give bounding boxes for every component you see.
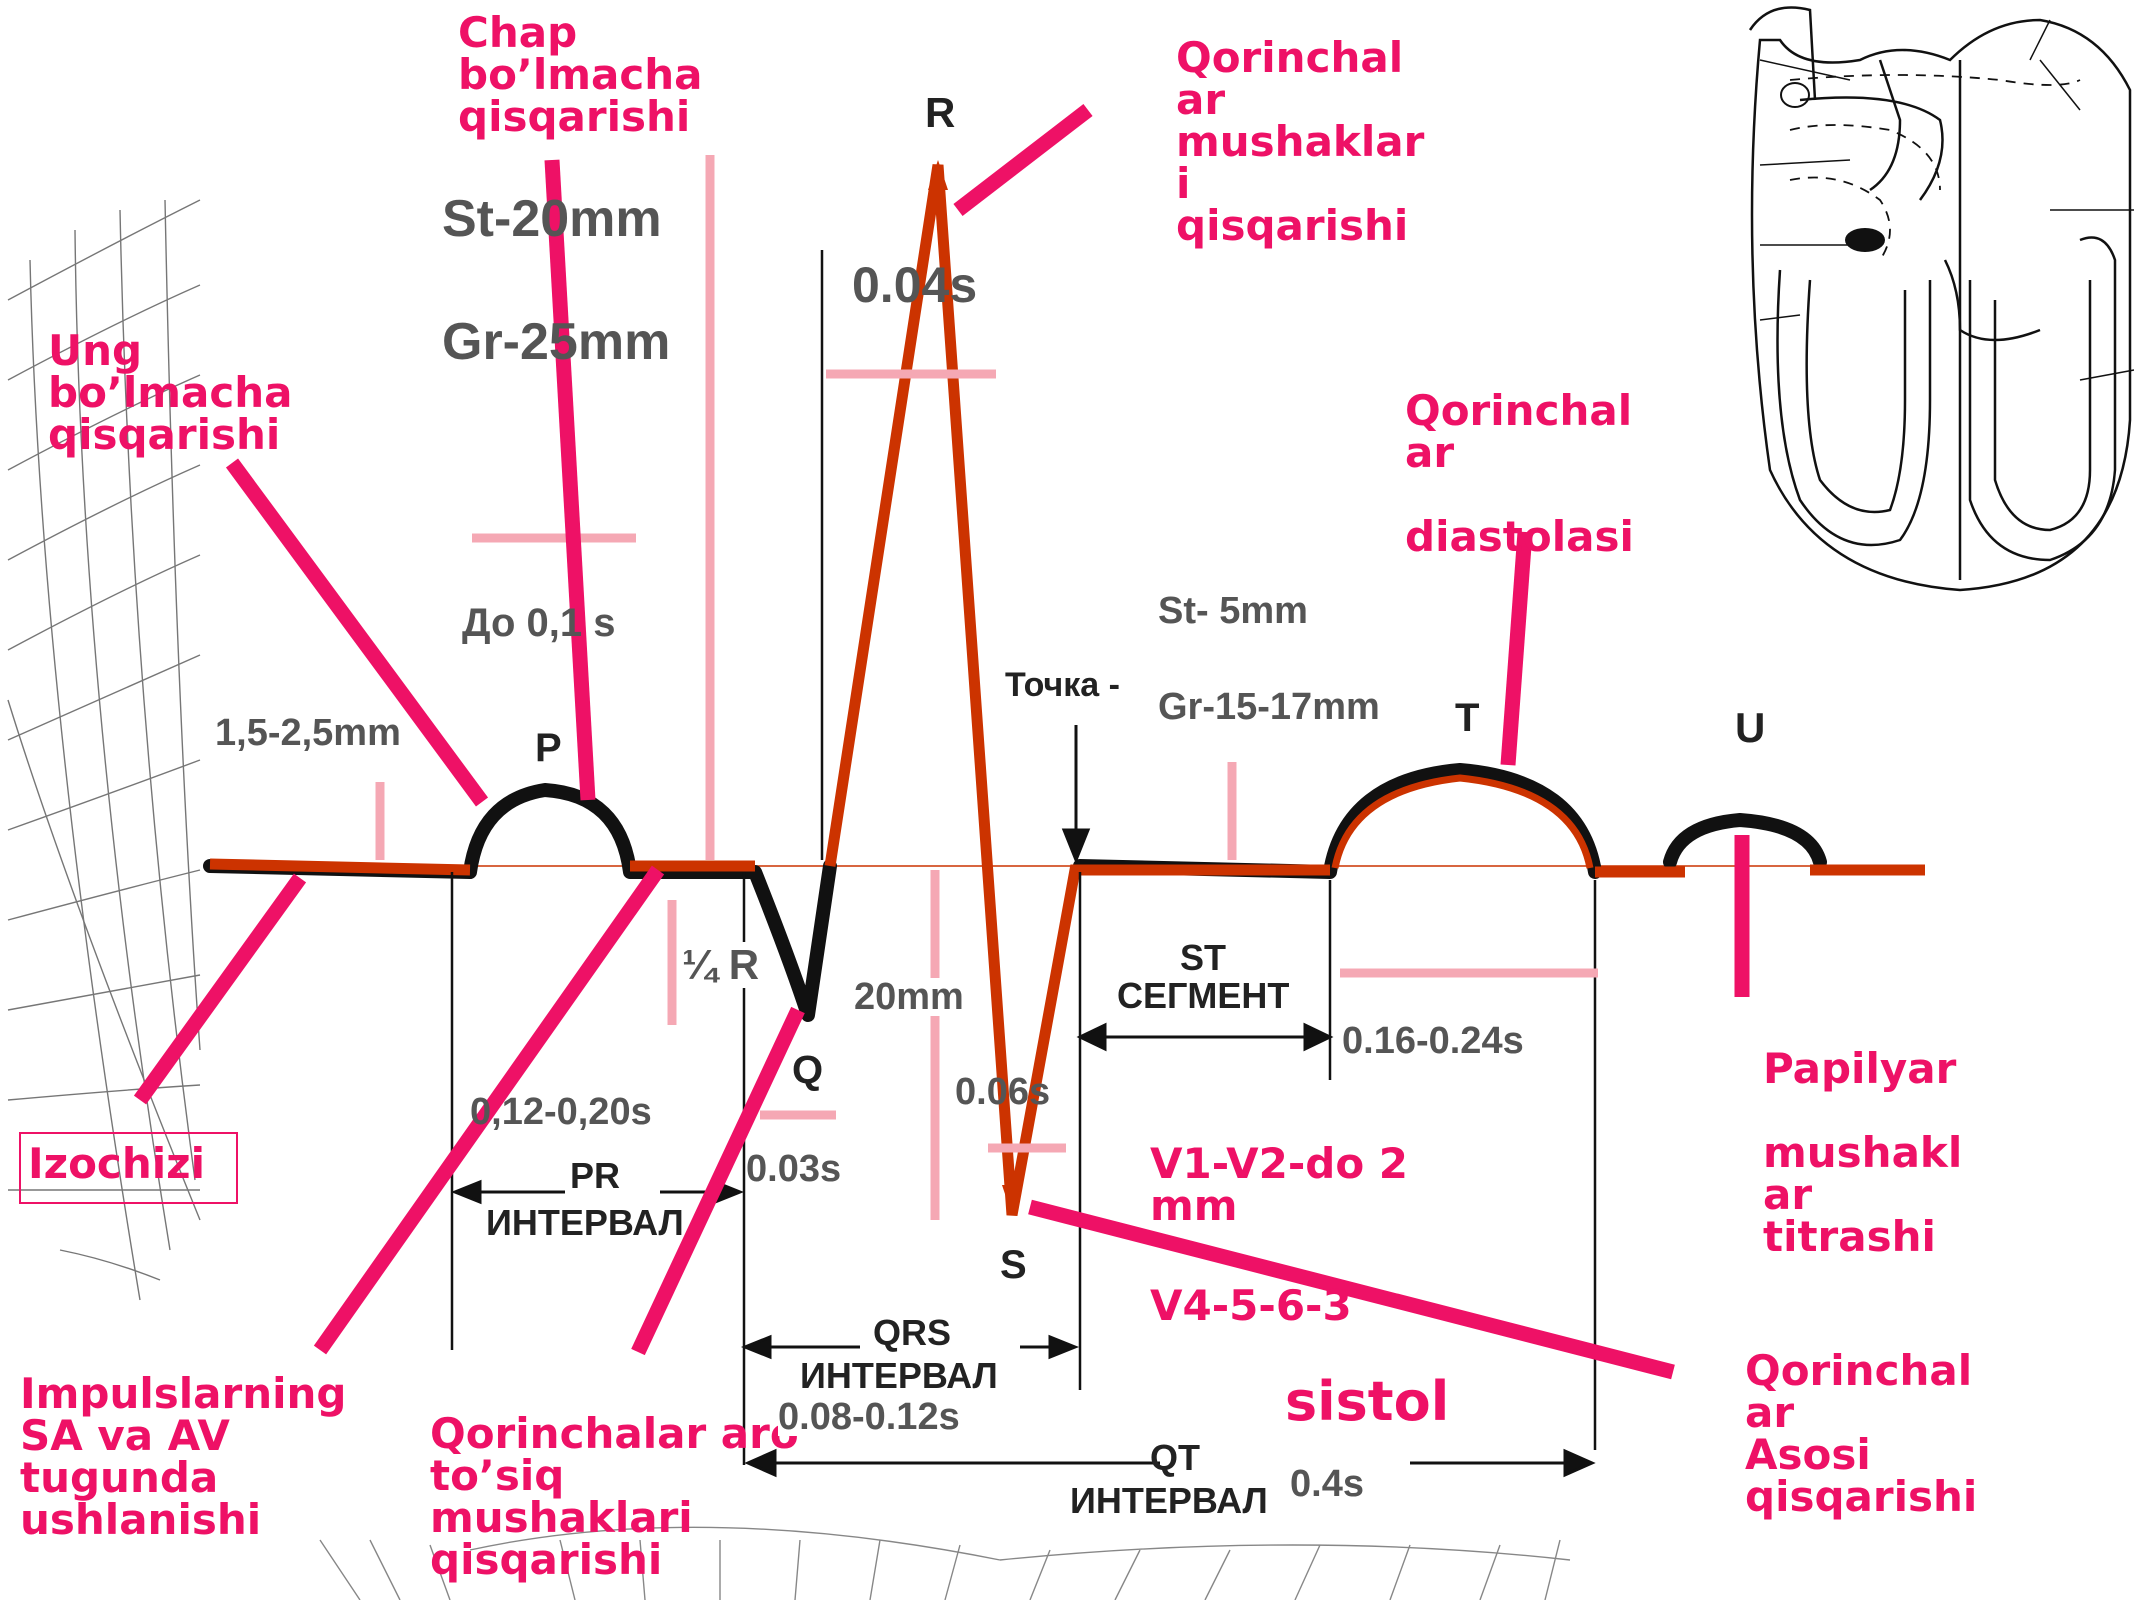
qt-interval-line2: ИНТЕРВАЛ bbox=[1070, 1480, 1268, 1521]
st-segment-line2: СЕГМЕНТ bbox=[1117, 975, 1290, 1016]
gr-15-label: Gr-15-17mm bbox=[1158, 686, 1380, 728]
qrs-interval-line1: QRS bbox=[873, 1312, 952, 1353]
t-value-label: 0.16-0.24s bbox=[1342, 1020, 1524, 1062]
qorinchalar-diastolasi-label: Qorinchal ar diastolasi bbox=[1405, 386, 1634, 561]
wave-u-label: U bbox=[1735, 704, 1766, 751]
izochizi-box bbox=[19, 1132, 238, 1204]
qt-value-label: 0.4s bbox=[1290, 1463, 1364, 1505]
annotation-lines bbox=[133, 104, 1750, 1380]
quarter-r-label: ¼ R bbox=[678, 942, 764, 988]
interval-lines bbox=[450, 250, 1597, 1465]
r-20mm-label: 20mm bbox=[854, 976, 964, 1018]
v4-label-clip: V4-5-6-3 bbox=[1150, 1285, 1395, 1327]
measure-marks bbox=[375, 155, 1598, 1220]
s-006-label: 0.06s bbox=[955, 1071, 1051, 1113]
v4-label: V4-5-6-3 bbox=[1150, 1281, 1352, 1330]
q-003-label: 0.03s bbox=[746, 1148, 842, 1190]
pr-interval-line1: PR bbox=[570, 1155, 621, 1196]
st-5-label: St- 5mm bbox=[1158, 590, 1308, 632]
interval-arrows bbox=[450, 725, 1596, 1478]
st-segment-line1: ST bbox=[1180, 937, 1227, 978]
qrs-interval-line2: ИНТЕРВАЛ bbox=[800, 1355, 998, 1396]
p-height-label: 1,5-2,5mm bbox=[215, 712, 401, 754]
chap-bolmacha-label: Chap bo’lmacha qisqarishi bbox=[458, 8, 703, 141]
pr-interval-line2: ИНТЕРВАЛ bbox=[486, 1202, 684, 1243]
papilyar-label: Papilyar mushakl ar titrashi bbox=[1763, 1044, 1963, 1261]
v1-v2-label: V1-V2-do 2 mm bbox=[1150, 1139, 1409, 1230]
wave-p-label: P bbox=[535, 726, 562, 770]
p-duration-label: До 0,1 s bbox=[462, 601, 616, 645]
point-label: Точка - bbox=[1005, 666, 1120, 704]
r-width-label: 0.04s bbox=[852, 257, 978, 313]
qrs-interval-line2-clip: ИНТЕРВАЛ bbox=[800, 1358, 1030, 1394]
wave-q-label: Q bbox=[792, 1048, 824, 1092]
wave-t-label: T bbox=[1455, 696, 1480, 740]
ecg-outline bbox=[203, 763, 1827, 1022]
qorinchalar-asosi-label: Qorinchal ar Asosi qisqarishi bbox=[1745, 1346, 1978, 1521]
ung-bolmacha-label: Ung bo’lmacha qisqarishi bbox=[48, 326, 293, 459]
impulslar-label: Impulslarning SA va AV tugunda ushlanish… bbox=[20, 1369, 347, 1544]
izochizi-label: Izochizi bbox=[28, 1139, 205, 1188]
qrs-value-label: 0.08-0.12s bbox=[778, 1396, 960, 1438]
gr-25-label: Gr-25mm bbox=[442, 313, 671, 371]
qorinchalar-mushaklari-label: Qorinchal ar mushaklar i qisqarishi bbox=[1176, 33, 1425, 250]
st-20-label: St-20mm bbox=[442, 190, 662, 248]
qt-interval-line1: QT bbox=[1150, 1437, 1200, 1478]
wave-r-label: R bbox=[925, 89, 956, 136]
qorinchalar-aro-label: Qorinchalar aro to’siq mushaklari qisqar… bbox=[430, 1409, 799, 1584]
pr-value-label: 0,12-0,20s bbox=[470, 1091, 652, 1133]
wave-s-label: S bbox=[1000, 1243, 1027, 1287]
sistol-label: sistol bbox=[1285, 1370, 1450, 1433]
